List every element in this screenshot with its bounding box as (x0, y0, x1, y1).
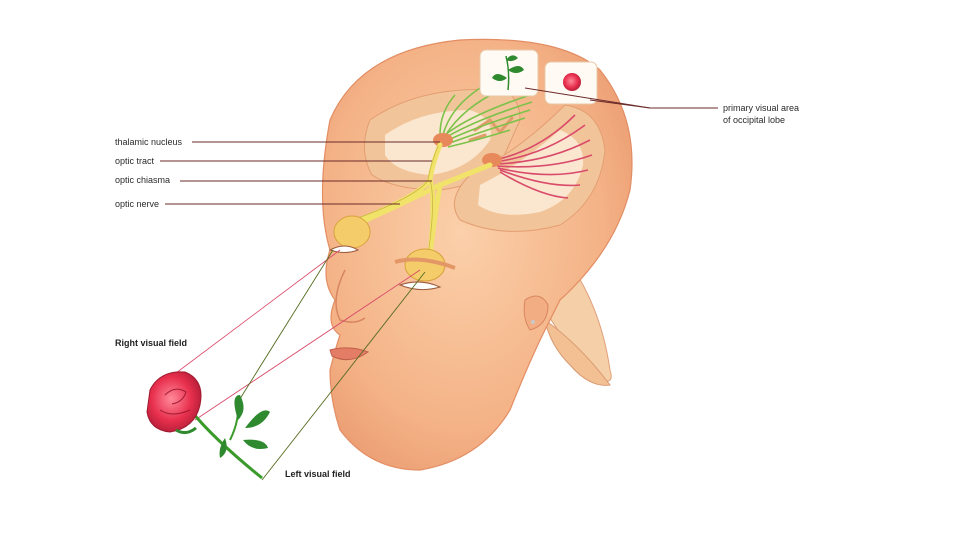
leaf-stem-image (192, 395, 270, 478)
optic-chiasma-label: optic chiasma (115, 175, 170, 186)
rose-image (147, 372, 201, 433)
primary-visual-area-label-line1: primary visual area (723, 103, 799, 114)
right-visual-field-label: Right visual field (115, 338, 187, 349)
thalamic-nucleus-label: thalamic nucleus (115, 137, 182, 148)
left-visual-field-label: Left visual field (285, 469, 351, 480)
right-eyeball (334, 216, 370, 248)
primary-visual-area-label-line2: of occipital lobe (723, 115, 785, 126)
occipital-right-thumbnail (545, 62, 597, 104)
optic-tract-label: optic tract (115, 156, 154, 167)
thalamic-nucleus-left (433, 133, 453, 147)
optic-nerve-label: optic nerve (115, 199, 159, 210)
